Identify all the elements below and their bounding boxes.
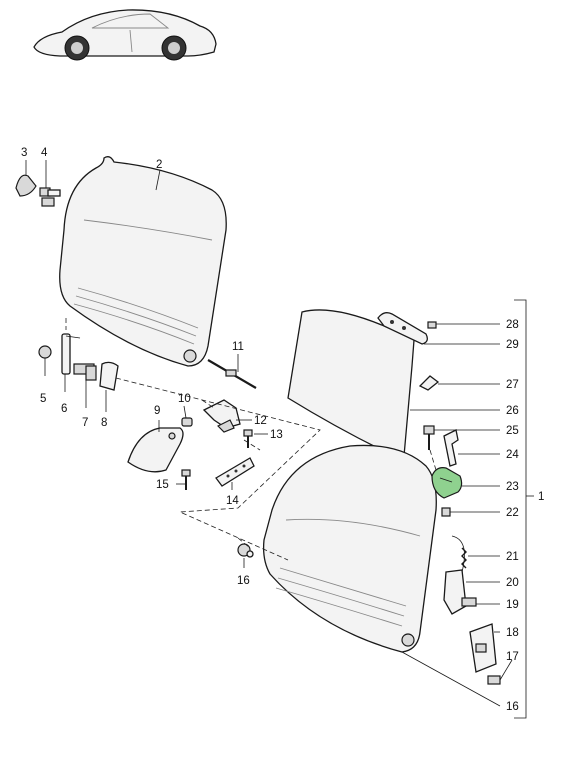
callout-1: 1: [538, 491, 544, 503]
callout-16b: 16: [506, 701, 519, 713]
part-8-bracket: [99, 361, 119, 391]
callout-23: 23: [506, 481, 519, 493]
part-6-plate: [61, 333, 81, 375]
callout-20: 20: [506, 577, 519, 589]
part-17-screw: [487, 675, 501, 685]
callout-14: 14: [226, 495, 239, 507]
callout-3: 3: [21, 147, 27, 159]
callout-10: 10: [178, 393, 191, 405]
part-23-latch-highlighted: [431, 467, 463, 499]
callout-4: 4: [41, 147, 48, 159]
callout-labels: 2 3 4 5 6 7 8 11 9 10 12 13 14 15 16 28 …: [21, 147, 544, 713]
lower-seat-back: [262, 444, 437, 653]
part-10-grommet: [181, 417, 193, 427]
part-25-screw: [423, 425, 435, 450]
part-27-clip: [418, 375, 440, 391]
callout-18: 18: [506, 627, 519, 639]
part-29-grip: [377, 312, 428, 345]
callout-7: 7: [82, 417, 88, 429]
part-26-back-panel: [287, 309, 415, 458]
part-22-pin: [441, 507, 451, 517]
part-16-bushing: [237, 543, 254, 558]
callout-19: 19: [506, 599, 519, 611]
car-thumbnail: [33, 9, 217, 61]
part-14-strip: [215, 457, 255, 487]
part-3-cap: [15, 174, 37, 197]
callout-15: 15: [156, 479, 169, 491]
part-24-button: [443, 429, 459, 467]
callout-22: 22: [506, 507, 519, 519]
part-4-bolt: [39, 187, 61, 207]
callout-17: 17: [506, 651, 519, 663]
part-13-screw: [243, 429, 253, 448]
part-18-bracket: [469, 623, 497, 673]
callout-26: 26: [506, 405, 519, 417]
callout-28: 28: [506, 319, 519, 331]
callout-16a: 16: [237, 575, 250, 587]
callout-25: 25: [506, 425, 519, 437]
leader-lines: [25, 160, 513, 707]
part-7-screw: [73, 363, 97, 381]
part-12-mechanism: [202, 399, 241, 433]
callout-9: 9: [154, 405, 160, 417]
callout-6: 6: [61, 403, 67, 415]
callout-13: 13: [270, 429, 283, 441]
callout-21: 21: [506, 551, 519, 563]
part-9-housing: [127, 427, 184, 473]
part-15-screw: [181, 469, 191, 490]
callout-11: 11: [232, 341, 244, 353]
callout-29: 29: [506, 339, 519, 351]
seat-back-cushion: [59, 156, 227, 367]
callout-5: 5: [40, 393, 46, 405]
callout-24: 24: [506, 449, 519, 461]
callout-12: 12: [254, 415, 267, 427]
part-5-nut: [38, 345, 52, 359]
callout-2: 2: [156, 159, 162, 171]
callout-27: 27: [506, 379, 519, 391]
assembly-dashes: [65, 318, 437, 561]
part-11-rod: [207, 359, 257, 389]
group-bracket: [514, 299, 534, 719]
callout-8: 8: [101, 417, 107, 429]
part-19-screw: [461, 597, 477, 607]
part-28-screw: [427, 321, 437, 329]
part-20-lock-body: [443, 535, 467, 615]
